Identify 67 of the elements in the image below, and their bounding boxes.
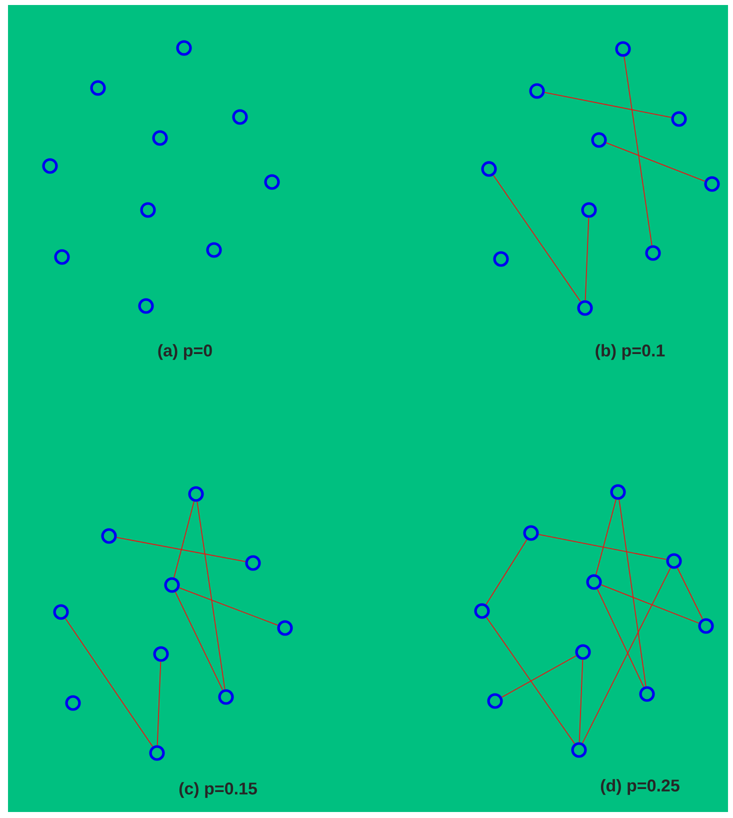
node-circle (575, 644, 591, 660)
node-circle (245, 555, 261, 571)
node-circle (666, 553, 682, 569)
edge-line (178, 587, 278, 626)
node-circle (101, 528, 117, 544)
edge-line (624, 56, 652, 246)
node-circle (610, 484, 626, 500)
edge-line (156, 661, 162, 746)
node-circle (42, 158, 58, 174)
node-circle (571, 742, 587, 758)
edge-line (596, 588, 644, 688)
edge-line (582, 568, 671, 744)
node-circle (474, 603, 490, 619)
node-circle (615, 41, 631, 57)
node-circle (152, 130, 168, 146)
node-circle (176, 40, 192, 56)
node-circle (65, 695, 81, 711)
panel-caption: (b) p=0.1 (596, 344, 665, 360)
node-circle (149, 745, 165, 761)
edge-line (174, 501, 194, 578)
node-circle (232, 109, 248, 125)
node-circle (140, 202, 156, 218)
edge-line (600, 584, 700, 624)
edge-line (493, 174, 582, 302)
edge-line (596, 499, 616, 575)
edge-line (486, 616, 575, 744)
node-circle (188, 486, 204, 502)
edge-line (544, 92, 672, 118)
node-circle (487, 693, 503, 709)
node-circle (153, 646, 169, 662)
edge-line (538, 534, 667, 560)
node-circle (264, 174, 280, 190)
node-circle (704, 176, 720, 192)
node-circle (90, 80, 106, 96)
edge-line (606, 142, 706, 182)
node-circle (581, 202, 597, 218)
node-circle (53, 604, 69, 620)
edge-line (196, 501, 226, 690)
node-circle (591, 132, 607, 148)
edge-line (677, 568, 704, 620)
node-circle (277, 620, 293, 636)
node-circle (529, 83, 545, 99)
edge-line (578, 659, 584, 743)
edge-line (174, 592, 224, 690)
node-circle (164, 577, 180, 593)
node-circle (698, 618, 714, 634)
node-circle (639, 686, 655, 702)
node-circle (481, 161, 497, 177)
node-circle (586, 574, 602, 590)
edge-line (116, 536, 246, 562)
node-circle (645, 245, 661, 261)
node-circle (54, 249, 70, 265)
node-circle (206, 242, 222, 258)
panel-caption: (a) p=0 (158, 344, 212, 360)
edge-line (618, 499, 646, 687)
panel-caption: (c) p=0.15 (179, 782, 257, 798)
edge-line (584, 217, 590, 301)
node-circle (218, 689, 234, 705)
panel-caption: (d) p=0.25 (600, 779, 680, 795)
edge-line (501, 655, 577, 698)
node-circle (523, 525, 539, 541)
node-circle (138, 298, 154, 314)
node-circle (577, 300, 593, 316)
edge-line (64, 618, 154, 747)
node-circle (493, 251, 509, 267)
edge-line (486, 539, 528, 605)
node-circle (671, 111, 687, 127)
